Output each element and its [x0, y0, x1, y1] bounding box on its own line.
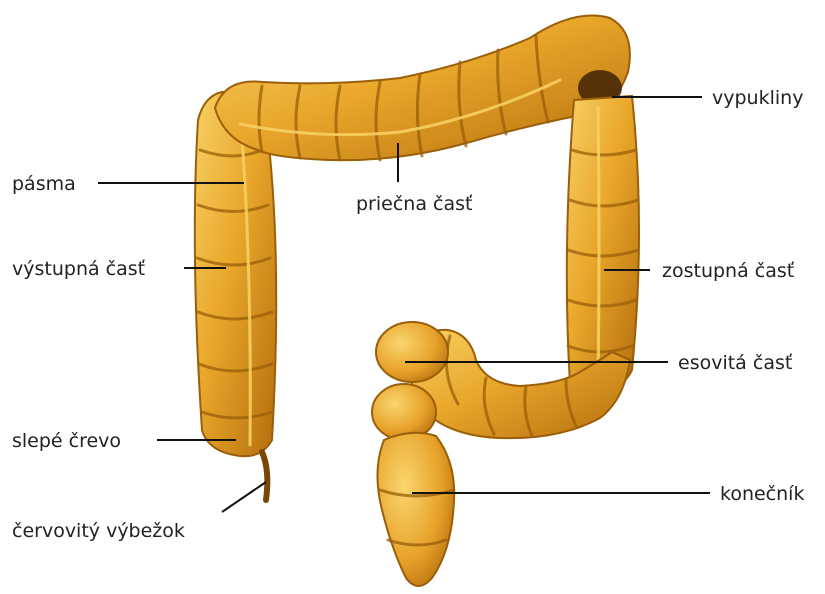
- label-cervovity: červovitý výbežok: [12, 520, 185, 542]
- leader-cervovity: [222, 482, 266, 512]
- label-priecna: priečna časť: [356, 193, 473, 215]
- descending-colon: [567, 96, 639, 386]
- label-pasma: pásma: [12, 173, 76, 195]
- label-zostupna: zostupná časť: [662, 260, 795, 282]
- label-esovita: esovitá časť: [678, 352, 793, 374]
- label-slepe: slepé črevo: [12, 430, 121, 452]
- appendix: [262, 452, 267, 500]
- label-vypukliny: vypukliny: [712, 87, 803, 109]
- label-konecnik: konečník: [720, 483, 804, 505]
- transverse-colon: [215, 16, 630, 161]
- colon-illustration: [195, 16, 639, 587]
- label-vystupna: výstupná časť: [12, 258, 146, 280]
